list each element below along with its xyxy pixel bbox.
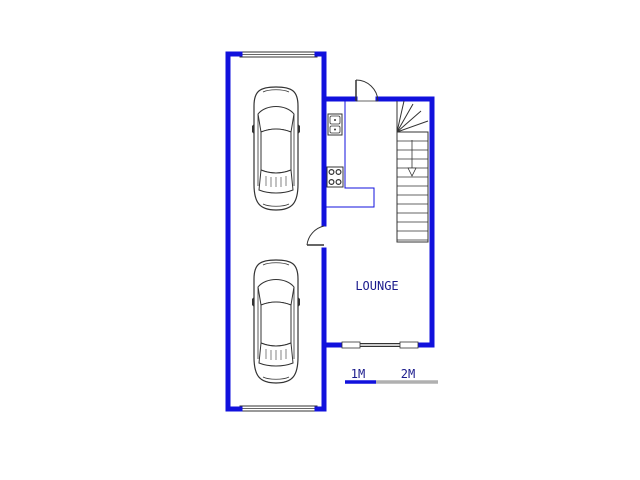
scale-bar: 1M 2M [345,367,438,384]
room-label-lounge: LOUNGE [355,279,398,293]
garage-walls [225,51,327,412]
kitchen-counter [326,99,375,208]
staircase-icon [396,100,429,243]
entrance-door-icon [355,79,379,102]
stove-icon [326,166,344,188]
scale-label-1m: 1M [351,367,365,381]
scale-label-2m: 2M [401,367,415,381]
car-icon [252,86,300,211]
sink-icon [327,113,343,136]
garage-door-icon [306,225,325,246]
car-icon [252,259,300,384]
garage-bottom-window-icon [239,405,318,412]
sliding-door-icon [341,341,419,349]
house-walls [321,96,435,348]
garage-top-window-icon [239,51,318,58]
